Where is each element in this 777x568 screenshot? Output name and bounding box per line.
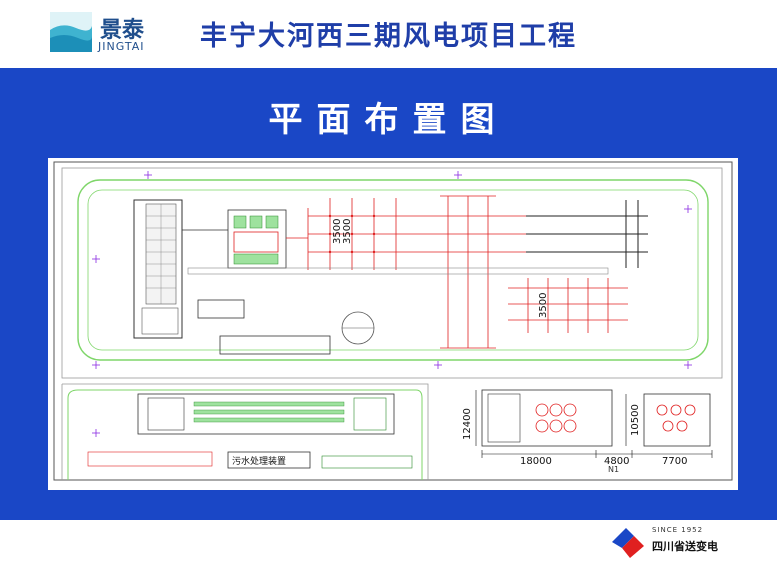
sichuan-logo: SINCE 1952 四川省送变电	[608, 524, 773, 560]
wave-logo-icon	[50, 12, 92, 52]
panel-grid	[146, 204, 176, 304]
dimension-lines	[475, 390, 713, 458]
reactor-area	[643, 393, 711, 447]
dim-7700: 7700	[662, 456, 687, 467]
jingtai-logo: 景泰 JINGTAI	[48, 8, 158, 62]
site-plan-svg: 3500 3500 3500 污水处理装置	[53, 161, 733, 481]
capacitor-panel	[487, 393, 521, 443]
north-marker: N1	[608, 465, 619, 474]
main-transformer-area	[182, 209, 308, 269]
plan-title: 平面布置图	[268, 100, 509, 140]
lower-green-structures	[321, 455, 413, 469]
sewage-label: 污水处理装置	[232, 455, 286, 467]
lower-left-structures	[87, 451, 213, 467]
control-building	[133, 199, 183, 339]
reactor-coils-icon	[656, 404, 696, 432]
equipment-room	[197, 299, 245, 319]
sichuan-emblem-icon	[612, 528, 644, 558]
header: 景泰 JINGTAI 丰宁大河西三期风电项目工程	[0, 0, 777, 68]
outer-frame	[53, 161, 733, 481]
dim-3500-b: 3500	[342, 219, 353, 244]
dim-10500: 10500	[630, 404, 641, 436]
ring-road	[77, 179, 709, 361]
battery-room	[141, 307, 179, 335]
site-plan-drawing: 3500 3500 3500 污水处理装置	[48, 158, 738, 490]
dim-4800: 4800	[604, 456, 629, 467]
dim-3500-a: 3500	[332, 219, 343, 244]
grid-dots	[328, 214, 376, 254]
footer	[0, 520, 777, 568]
logo-cn-text: 景泰	[100, 18, 145, 43]
project-title: 丰宁大河西三期风电项目工程	[200, 21, 577, 52]
lower-fence	[61, 383, 429, 480]
upper-fence	[61, 167, 723, 379]
svg-building	[137, 393, 395, 435]
switchyard-red-grid	[307, 195, 628, 349]
logo-en-text: JINGTAI	[98, 40, 145, 53]
svg-modules	[147, 397, 387, 431]
capacitor-coils-icon	[535, 403, 577, 433]
internal-road	[187, 267, 609, 275]
lower-road	[67, 389, 423, 480]
storage-building	[219, 335, 331, 355]
company-name: 四川省送变电	[652, 540, 718, 553]
ring-road-inner	[87, 189, 699, 351]
dim-3500-c: 3500	[538, 293, 549, 318]
dim-12400: 12400	[462, 408, 473, 440]
since-text: SINCE 1952	[652, 526, 704, 534]
axis-markers	[92, 171, 692, 437]
gantry-lines	[526, 200, 648, 268]
dim-18000: 18000	[520, 456, 552, 467]
capacitor-area	[481, 389, 613, 447]
sewage-box	[227, 451, 311, 469]
